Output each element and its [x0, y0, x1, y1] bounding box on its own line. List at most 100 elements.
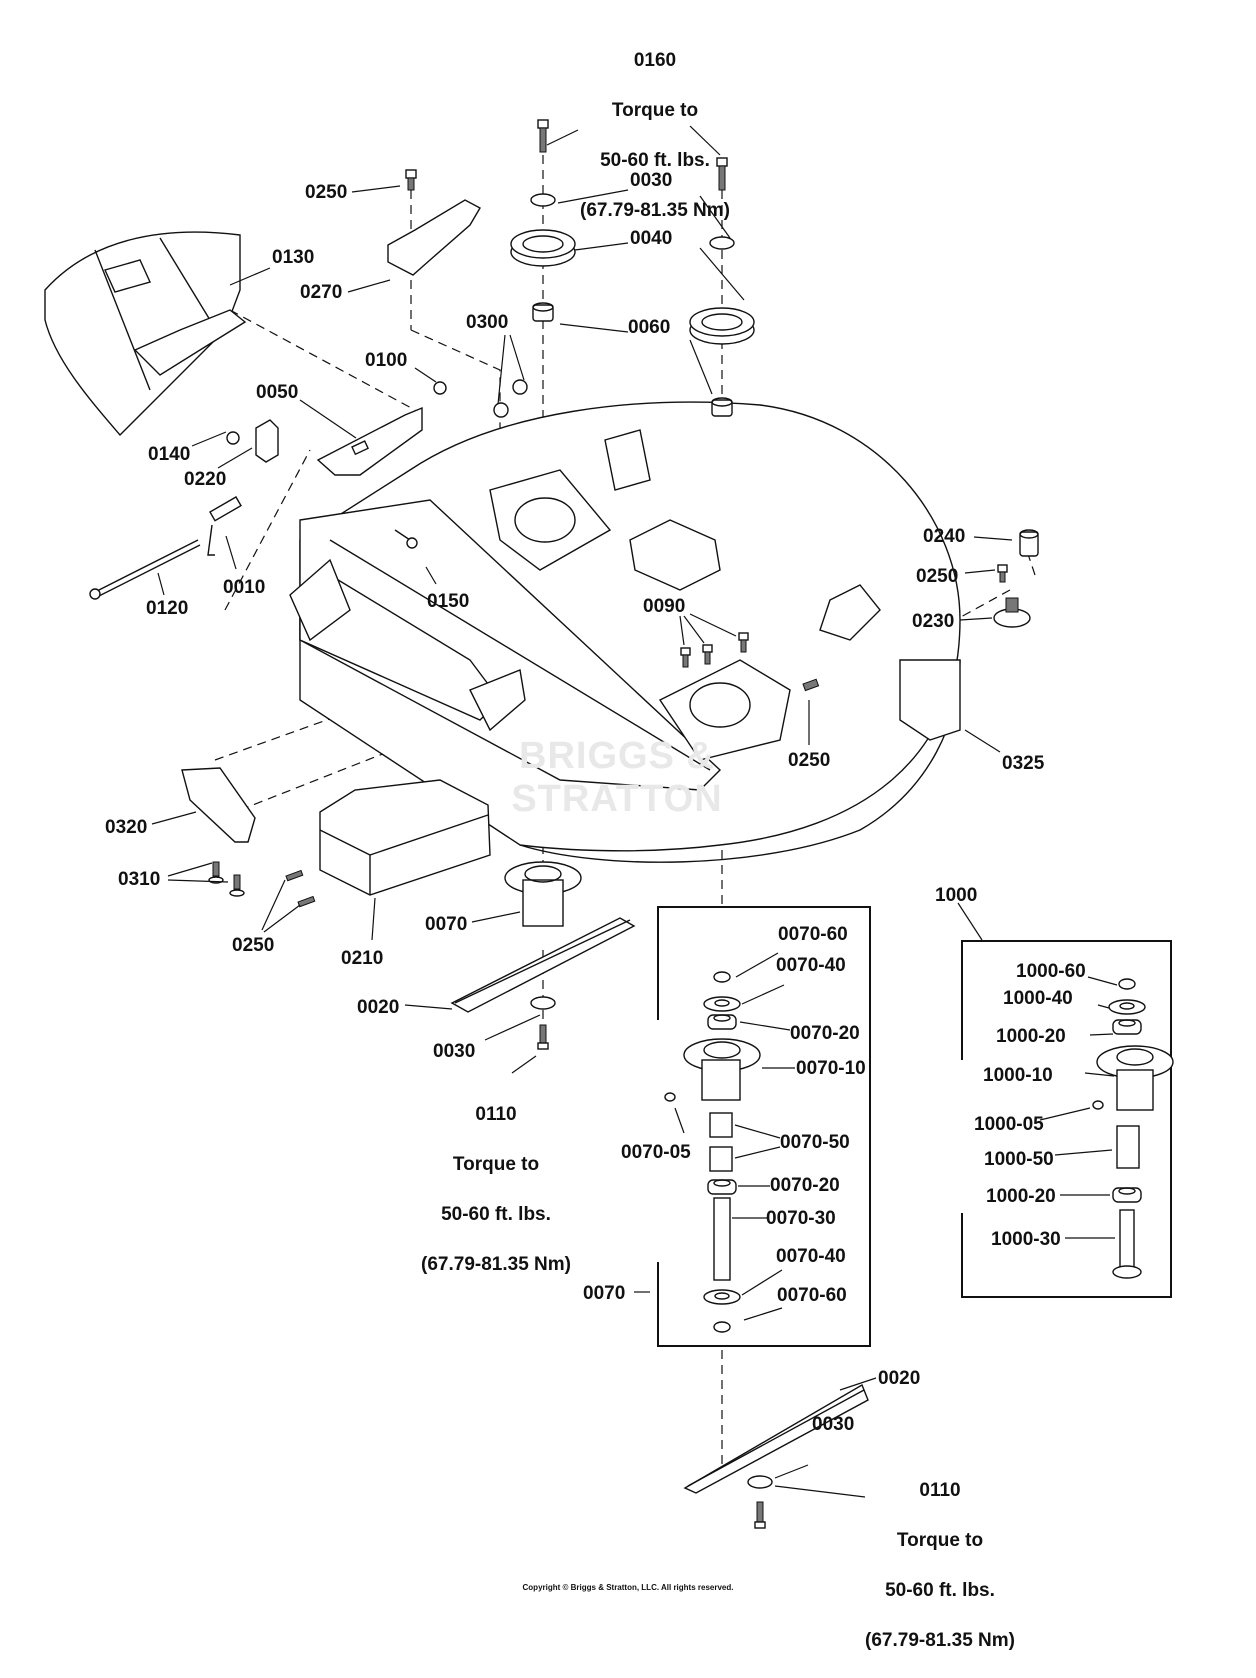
spindle-0070 — [504, 861, 582, 927]
washer-0030-mid — [530, 996, 556, 1010]
spring-0010 — [207, 496, 242, 556]
rod-0120 — [89, 539, 201, 600]
nut-0100 — [433, 381, 447, 395]
screws-0250 — [285, 869, 316, 908]
cover-0210 — [319, 779, 491, 896]
washer-0030-right — [709, 236, 735, 250]
clip-0220 — [255, 419, 279, 463]
torque-note-line1: Torque to — [611, 100, 699, 121]
nut-0300-b — [493, 402, 509, 418]
bolts-0090 — [680, 632, 749, 668]
discharge-chute-0130 — [44, 231, 247, 437]
spacer-0060-left — [532, 302, 554, 322]
carriage-bolt-0150 — [394, 529, 418, 549]
callout-0070-10: 0070-10 — [796, 1058, 866, 1079]
bolt-0250-right — [997, 564, 1008, 583]
callout-0070-60: 0070-60 — [777, 1285, 847, 1306]
callout-1000-50: 1000-50 — [984, 1149, 1054, 1170]
blade-0020-lower — [683, 1383, 869, 1494]
watermark-text: BRIGGS & STRATTON — [511, 735, 723, 820]
callout-0310: 0310 — [118, 869, 161, 890]
bolt-0250-plate — [802, 678, 820, 692]
torque-note-part: 0110 — [475, 1104, 517, 1125]
bolt-0160-left — [537, 119, 549, 153]
callout-0020: 0020 — [878, 1368, 921, 1389]
callout-0130: 0130 — [272, 247, 315, 268]
torque-note-0160: 0160 Torque to 50-60 ft. lbs. (67.79-81.… — [555, 23, 755, 248]
spindle-assembly-1000-frame — [961, 940, 1172, 1298]
torque-note-line2: 50-60 ft. lbs. — [441, 1204, 551, 1225]
torque-note-line2: 50-60 ft. lbs. — [885, 1580, 995, 1601]
fitting-0230 — [993, 597, 1031, 628]
bolt-0250-top — [405, 169, 417, 191]
callout-1000-20: 1000-20 — [996, 1026, 1066, 1047]
nut-0300-a — [512, 379, 528, 395]
torque-note-line2: 50-60 ft. lbs. — [600, 150, 710, 171]
bolt-0110-lower — [754, 1501, 766, 1529]
spindle-group-0070-frame — [657, 906, 871, 1347]
callout-0050: 0050 — [256, 382, 299, 403]
callout-0250: 0250 — [232, 935, 275, 956]
callout-0030: 0030 — [433, 1041, 476, 1062]
callout-1000-30: 1000-30 — [991, 1229, 1061, 1250]
blade-0020-upper — [450, 917, 636, 1013]
cap-0240 — [1019, 529, 1039, 557]
callout-0325: 0325 — [1002, 753, 1045, 774]
callout-0250: 0250 — [305, 182, 348, 203]
deck-0325 — [289, 401, 961, 863]
callout-0140: 0140 — [148, 444, 191, 465]
spindle-0070-exploded — [664, 971, 761, 1333]
callout-0070-20: 0070-20 — [770, 1175, 840, 1196]
torque-note-line1: Torque to — [452, 1154, 540, 1175]
pulley-0040-right — [689, 307, 755, 345]
callout-1000: 1000 — [935, 885, 978, 906]
torque-note-0110-mid: 0110 Torque to 50-60 ft. lbs. (67.79-81.… — [396, 1077, 596, 1302]
spindle-1000-exploded — [1092, 978, 1174, 1279]
callout-0120: 0120 — [146, 598, 189, 619]
spacer-0060-right — [711, 397, 733, 417]
callout-1000-10: 1000-10 — [983, 1065, 1053, 1086]
callout-0240: 0240 — [923, 526, 966, 547]
parts-diagram — [44, 119, 1174, 1529]
callout-0070-05: 0070-05 — [621, 1142, 691, 1163]
callout-0070-40: 0070-40 — [776, 1246, 846, 1267]
callout-0070-60: 0070-60 — [778, 924, 848, 945]
torque-note-line3: (67.79-81.35 Nm) — [865, 1630, 1015, 1651]
baffle-0320 — [181, 767, 256, 843]
callout-1000-05: 1000-05 — [974, 1114, 1044, 1135]
callout-0250: 0250 — [788, 750, 831, 771]
callout-0100: 0100 — [365, 350, 408, 371]
washer-0030-left — [530, 193, 556, 207]
callout-0210: 0210 — [341, 948, 384, 969]
callout-0060: 0060 — [628, 317, 671, 338]
bracket-0270 — [387, 199, 481, 276]
callout-0250: 0250 — [916, 566, 959, 587]
callout-0270: 0270 — [300, 282, 343, 303]
copyright-notice: Copyright © Briggs & Stratton, LLC. All … — [522, 1583, 734, 1592]
callout-1000-40: 1000-40 — [1003, 988, 1073, 1009]
callout-0010: 0010 — [223, 577, 266, 598]
callout-0030: 0030 — [812, 1414, 855, 1435]
torque-note-line3: (67.79-81.35 Nm) — [580, 200, 730, 221]
callout-0020: 0020 — [357, 997, 400, 1018]
nut-0140 — [226, 431, 240, 445]
callout-0300: 0300 — [466, 312, 509, 333]
callout-0030: 0030 — [630, 170, 673, 191]
callout-0070-50: 0070-50 — [780, 1132, 850, 1153]
callout-1000-60: 1000-60 — [1016, 961, 1086, 982]
callout-0090: 0090 — [643, 596, 686, 617]
chute-bracket-0050 — [316, 406, 423, 476]
callout-0070-30: 0070-30 — [766, 1208, 836, 1229]
callout-0220: 0220 — [184, 469, 227, 490]
bolt-0110-mid — [537, 1024, 549, 1050]
torque-note-line3: (67.79-81.35 Nm) — [421, 1254, 571, 1275]
callout-0070-40: 0070-40 — [776, 955, 846, 976]
bolt-0160-right — [716, 157, 728, 191]
callout-0320: 0320 — [105, 817, 148, 838]
torque-note-part: 0110 — [919, 1480, 961, 1501]
torque-note-0110-bottom: 0110 Torque to 50-60 ft. lbs. (67.79-81.… — [840, 1453, 1040, 1678]
callout-0040: 0040 — [630, 228, 673, 249]
pulley-0040-left — [510, 229, 576, 267]
callout-0070-group: 0070 — [583, 1283, 626, 1304]
callout-1000-20: 1000-20 — [986, 1186, 1056, 1207]
